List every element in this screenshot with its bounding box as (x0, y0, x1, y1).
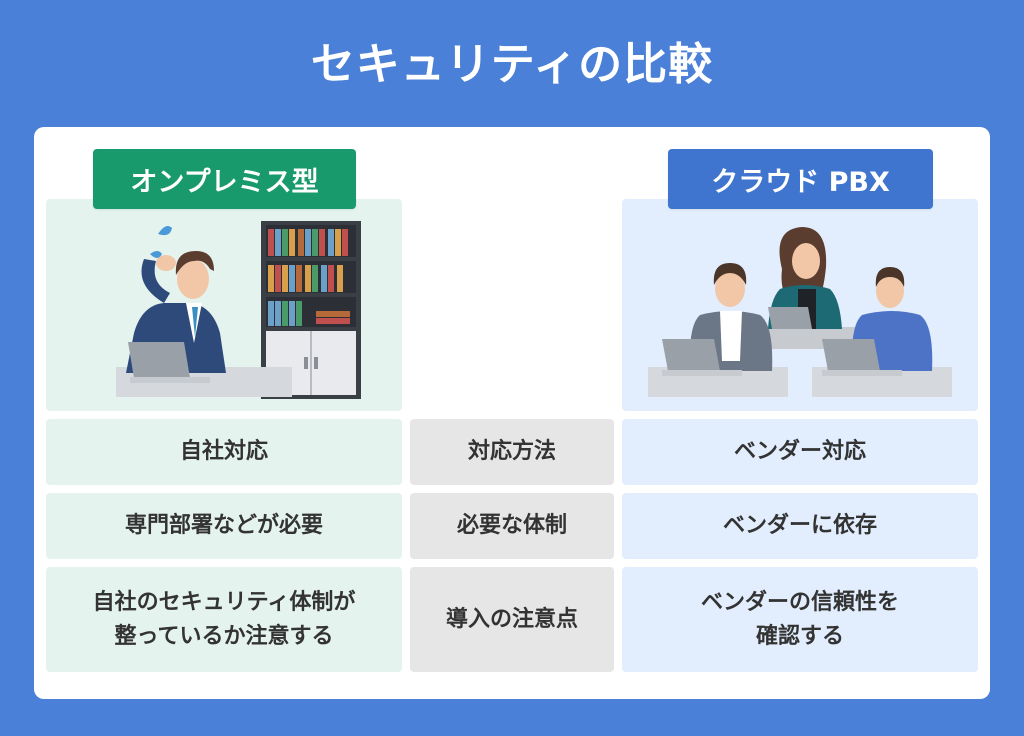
cloud-caution-line-2: 確認する (755, 623, 844, 649)
page-title: セキュリティの比較 (310, 39, 714, 90)
cloud-caution-line-1: ベンダーの信頼性を (700, 589, 899, 615)
comparison-card: オンプレミス型 クラウド PBX 自社対応 対応方法 ベンダー対応 専門部署など… (34, 127, 990, 699)
onpremise-illustration-panel (46, 199, 402, 411)
onpremise-caution: 自社のセキュリティ体制が 整っているか注意する (46, 567, 402, 672)
criterion-required-structure: 必要な体制 (410, 493, 614, 559)
onpremise-response-method: 自社対応 (46, 419, 402, 485)
criterion-response-method: 対応方法 (410, 419, 614, 485)
onpremise-required-structure: 専門部署などが必要 (46, 493, 402, 559)
cloud-pbx-label: クラウド PBX (668, 149, 933, 209)
cloud-response-method: ベンダー対応 (622, 419, 978, 485)
cloud-caution: ベンダーの信頼性を 確認する (622, 567, 978, 672)
criterion-caution: 導入の注意点 (410, 567, 614, 672)
team-illustration (648, 227, 952, 397)
onpremise-caution-line-2: 整っているか注意する (114, 623, 334, 649)
onpremise-caution-line-1: 自社のセキュリティ体制が (92, 589, 356, 615)
cloud-illustration-panel (622, 199, 978, 411)
stressed-worker-illustration (116, 221, 361, 399)
onpremise-label: オンプレミス型 (93, 149, 356, 209)
cloud-required-structure: ベンダーに依存 (622, 493, 978, 559)
